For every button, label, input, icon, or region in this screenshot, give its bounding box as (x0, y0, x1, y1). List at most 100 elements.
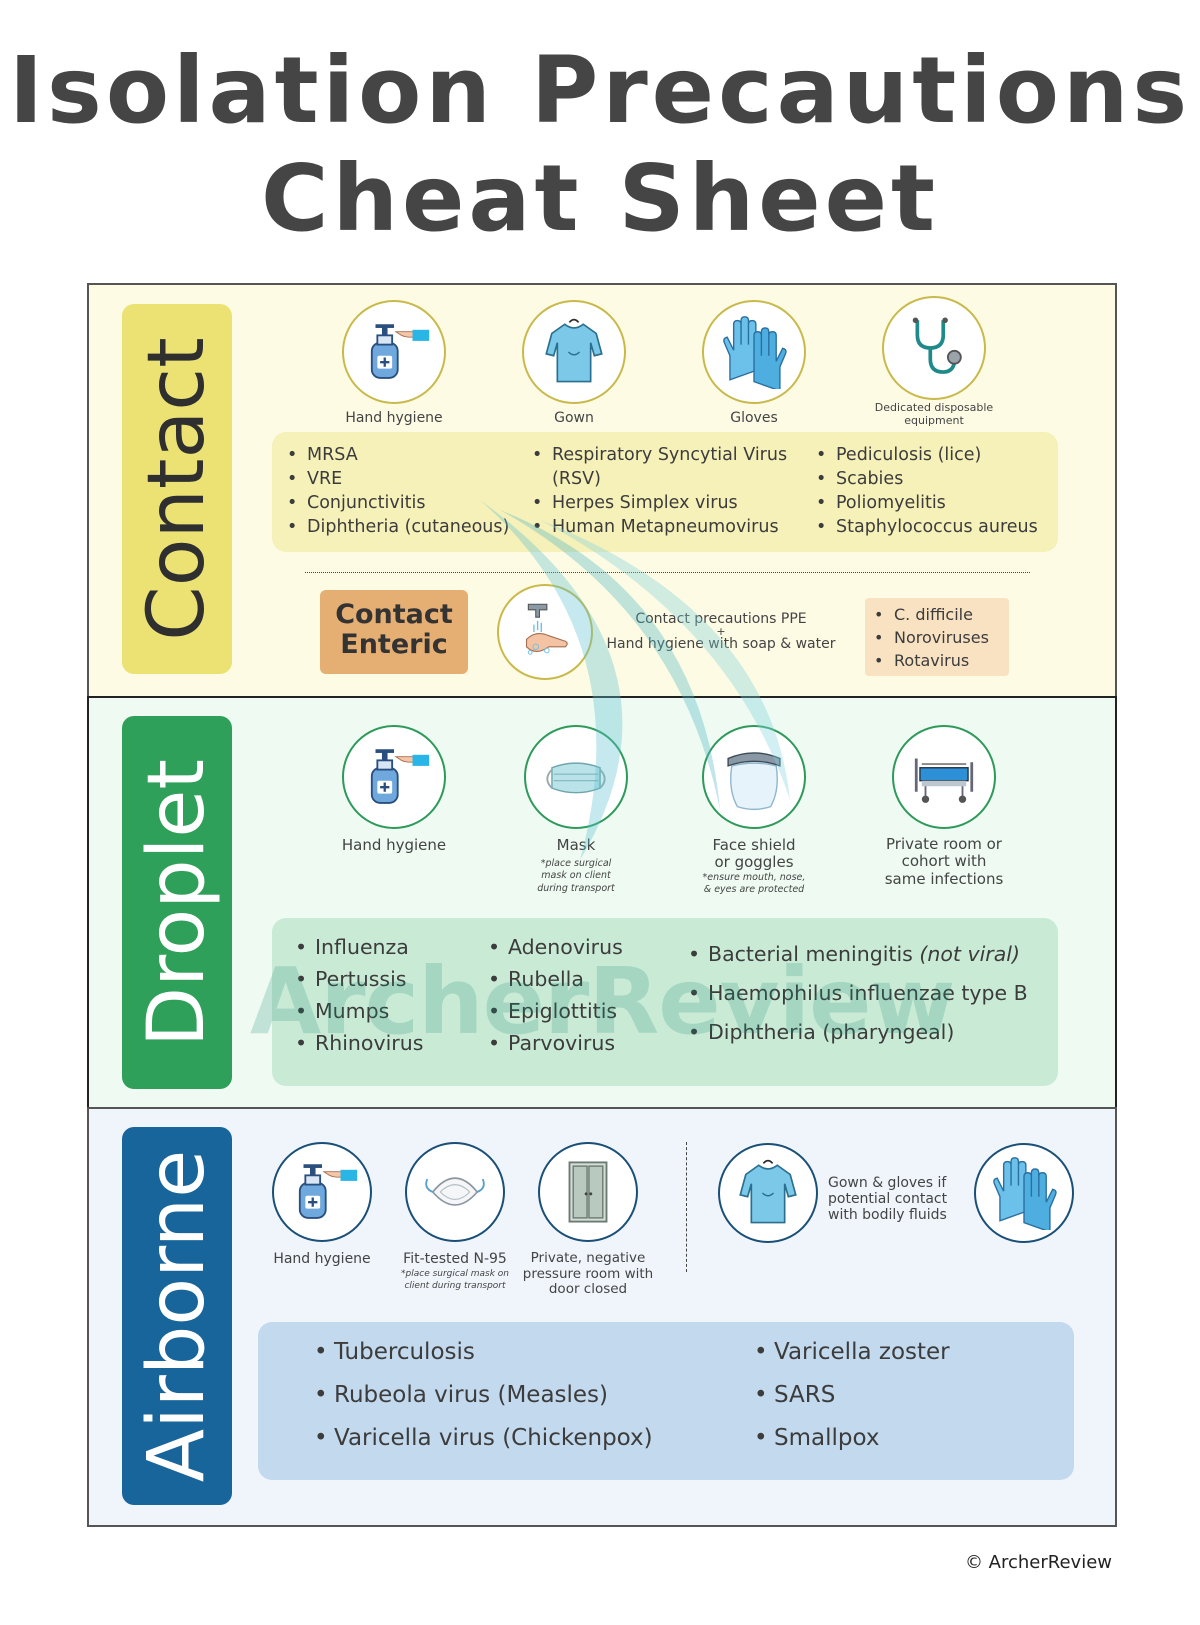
hospital-bed-icon (892, 725, 996, 829)
list-item: Rhinovirus (293, 1027, 423, 1059)
icon-caption: Private, negative pressure room with doo… (510, 1250, 666, 1298)
caption-line: Private room or (886, 835, 1002, 853)
gown-icon (718, 1143, 818, 1243)
list-item: Poliomyelitis (814, 491, 1038, 515)
enteric-label-line-2: Enteric (340, 629, 448, 660)
airborne-list-col-1: Tuberculosis Rubeola virus (Measles) Var… (312, 1331, 653, 1460)
contact-label: Contact (132, 337, 222, 641)
gown-icon (522, 300, 626, 404)
archer-review-swoosh-logo (480, 500, 790, 860)
stethoscope-icon (882, 296, 986, 400)
hand-sanitizer-icon (272, 1142, 372, 1242)
droplet-list-col-1: Influenza Pertussis Mumps Rhinovirus (293, 931, 423, 1059)
list-item-continuation: (RSV) (552, 469, 601, 489)
caption-line: cohort with (901, 852, 987, 871)
note-line: mask on client (541, 870, 611, 882)
note-line: *place surgical (540, 858, 612, 869)
caption-line: with bodily fluids (828, 1207, 947, 1224)
list-item: Parvovirus (486, 1027, 623, 1059)
list-item: Mumps (293, 995, 423, 1027)
list-item: Bacterial meningitis (not viral) (686, 935, 1028, 974)
caption-line: pressure room with (522, 1265, 654, 1282)
list-item: (RSV) (530, 467, 787, 491)
icon-caption: Hand hygiene (345, 410, 443, 426)
contact-enteric-label: Contact Enteric (320, 590, 468, 674)
list-item: Haemophilus influenzae type B (686, 974, 1028, 1013)
icon-caption: Hand hygiene (341, 836, 447, 854)
icon-caption: Fit-tested N-95 (403, 1251, 507, 1267)
copyright: © ArcherReview (964, 1552, 1112, 1573)
note-line: *ensure mouth, nose, (702, 872, 806, 883)
enteric-description: Contact precautions PPE + Hand hygiene w… (596, 612, 846, 651)
list-item: Rotavirus (872, 649, 989, 672)
contact-list-col-2: Respiratory Syncytial Virus (RSV) Herpes… (530, 443, 787, 539)
enteric-list-col: C. difficile Noroviruses Rotavirus (872, 603, 989, 672)
list-item: Scabies (814, 467, 1038, 491)
list-item: Tuberculosis (312, 1331, 653, 1374)
caption-line: door closed (548, 1281, 628, 1298)
icon-caption: Face shield or goggles (682, 836, 826, 872)
droplet-label: Droplet (132, 758, 222, 1047)
note-line: & eyes are protected (703, 884, 805, 896)
caption-line: Gown & gloves if (828, 1175, 947, 1191)
face-shield-icon (702, 725, 806, 829)
droplet-list-col-2: Adenovirus Rubella Epiglottitis Parvovir… (486, 931, 623, 1059)
airborne-list-col-2: Varicella zoster SARS Smallpox (752, 1331, 950, 1460)
contact-list-col-1: MRSA VRE Conjunctivitis Diphtheria (cuta… (285, 443, 509, 539)
hand-sanitizer-icon (342, 725, 446, 829)
divider (305, 572, 1030, 573)
icon-caption: Private room or cohort with same infecti… (866, 835, 1022, 888)
airborne-label: Airborne (132, 1149, 222, 1483)
icon-caption: Mask (556, 836, 596, 854)
icon-caption: Hand hygiene (273, 1251, 371, 1267)
list-item: Influenza (293, 931, 423, 963)
icon-caption: Dedicated disposable equipment (874, 401, 994, 427)
list-item: Rubeola virus (Measles) (312, 1374, 653, 1417)
gloves-icon (702, 300, 806, 404)
list-item: C. difficile (872, 603, 989, 626)
list-item: Varicella virus (Chickenpox) (312, 1417, 653, 1460)
caption-line: Face shield (712, 836, 796, 854)
droplet-sidebar: Droplet (122, 716, 232, 1089)
list-item-text: Bacterial meningitis (708, 942, 913, 966)
enteric-text-line-2: Hand hygiene with soap & water (606, 636, 836, 652)
caption-line: Private, negative (530, 1250, 646, 1266)
list-item: Epiglottitis (486, 995, 623, 1027)
n95-mask-icon (405, 1142, 505, 1242)
enteric-label-line-1: Contact (335, 599, 453, 630)
list-item: Smallpox (752, 1417, 950, 1460)
list-item: Noroviruses (872, 626, 989, 649)
caption-line: same infections (884, 869, 1004, 888)
enteric-text-line-1: Contact precautions PPE (635, 611, 807, 627)
n95-note: *place surgical mask on client during tr… (375, 1269, 535, 1292)
contact-sidebar: Contact (122, 304, 232, 674)
hand-sanitizer-icon (342, 300, 446, 404)
watermark: ArcherReview (250, 948, 956, 1055)
mask-note: *place surgical mask on client during tr… (504, 858, 648, 895)
list-item: Varicella zoster (752, 1331, 950, 1374)
caption-line: potential contact (828, 1191, 948, 1208)
list-item: Adenovirus (486, 931, 623, 963)
note-line: client during transport (404, 1280, 506, 1291)
list-item: Human Metapneumovirus (530, 515, 787, 539)
note-line: during transport (537, 882, 615, 894)
door-icon (538, 1142, 638, 1242)
droplet-list-col-3: Bacterial meningitis (not viral) Haemoph… (686, 935, 1028, 1052)
face-shield-note: *ensure mouth, nose, & eyes are protecte… (682, 872, 826, 897)
list-item: Diphtheria (pharyngeal) (686, 1013, 1028, 1052)
list-item: Conjunctivitis (285, 491, 509, 515)
list-item: Diphtheria (cutaneous) (285, 515, 509, 539)
list-item: Respiratory Syncytial Virus (530, 443, 787, 467)
list-item: Pertussis (293, 963, 423, 995)
gloves-icon (974, 1143, 1074, 1243)
caption-line: or goggles (714, 853, 794, 872)
note-line: *place surgical mask on (401, 1269, 509, 1279)
soap-water-hand-wash-icon (497, 584, 593, 680)
list-item: Pediculosis (lice) (814, 443, 1038, 467)
gown-gloves-note: Gown & gloves if potential contact with … (828, 1175, 958, 1223)
icon-caption: Gown (554, 410, 594, 426)
list-item: Staphylococcus aureus (814, 515, 1038, 539)
page-title-line-1: Isolation Precautions (8, 37, 1192, 144)
list-item: MRSA (285, 443, 509, 467)
surgical-mask-icon (524, 725, 628, 829)
